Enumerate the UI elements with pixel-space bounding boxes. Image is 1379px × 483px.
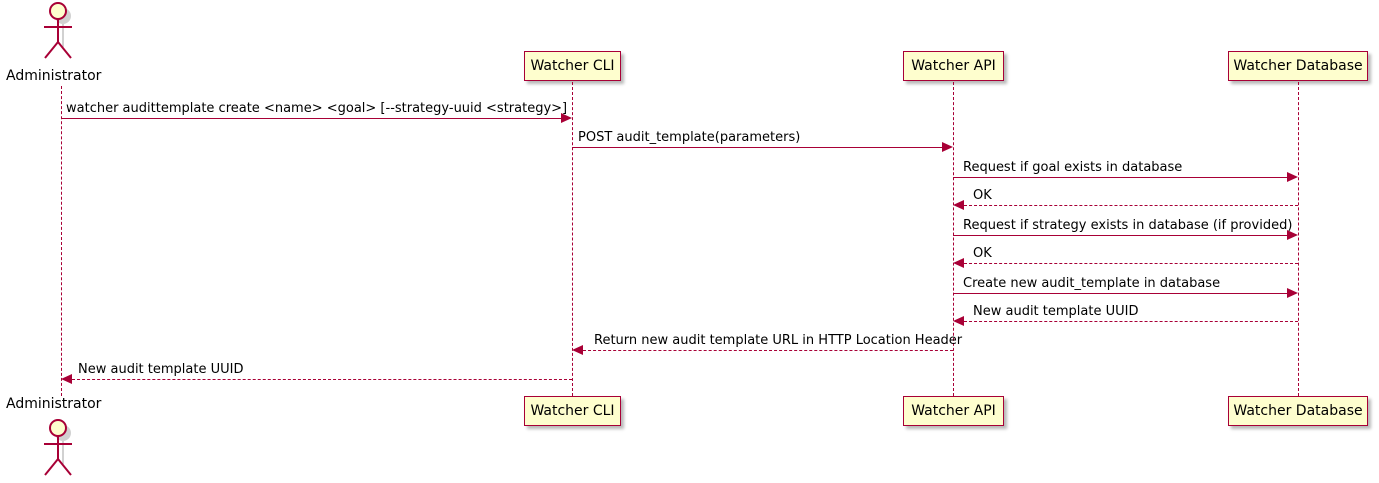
participant-label: Watcher API: [911, 403, 996, 419]
message-label-6: OK: [973, 246, 992, 261]
lifeline-watcher-database: [1298, 82, 1299, 396]
message-arrowhead-5: [1287, 230, 1298, 240]
message-line-9: [583, 350, 953, 351]
message-line-1: [61, 118, 561, 119]
participant-watcher-api-top[interactable]: Watcher API: [903, 51, 1004, 81]
message-label-5: Request if strategy exists in database (…: [963, 218, 1293, 233]
actor-label-administrator-top: Administrator: [6, 68, 102, 84]
message-arrowhead-4: [953, 200, 964, 210]
message-line-7: [953, 293, 1287, 294]
message-arrowhead-10: [61, 374, 72, 384]
message-line-4: [964, 205, 1298, 206]
message-label-1: watcher audittemplate create <name> <goa…: [66, 101, 568, 116]
participant-watcher-api-bottom[interactable]: Watcher API: [903, 396, 1004, 426]
lifeline-watcher-api: [953, 82, 954, 396]
actor-label-administrator-bottom: Administrator: [6, 396, 102, 412]
participant-label: Watcher Database: [1233, 403, 1363, 419]
lifeline-administrator: [61, 86, 62, 396]
actor-stick-figure-icon: [44, 2, 72, 59]
message-label-3: Request if goal exists in database: [963, 160, 1183, 175]
message-arrowhead-1: [561, 113, 572, 123]
message-arrowhead-9: [572, 345, 583, 355]
message-label-8: New audit template UUID: [973, 304, 1139, 319]
actor-administrator-top: [34, 2, 90, 66]
participant-label: Watcher API: [911, 58, 996, 74]
message-line-8: [964, 321, 1298, 322]
message-arrowhead-6: [953, 258, 964, 268]
message-label-7: Create new audit_template in database: [963, 276, 1221, 291]
participant-watcher-cli-top[interactable]: Watcher CLI: [524, 51, 621, 81]
message-line-3: [953, 177, 1287, 178]
message-label-4: OK: [973, 188, 992, 203]
message-line-2: [572, 147, 942, 148]
participant-watcher-database-bottom[interactable]: Watcher Database: [1228, 396, 1368, 426]
participant-label: Watcher CLI: [530, 403, 615, 419]
participant-label: Watcher Database: [1233, 58, 1363, 74]
message-arrowhead-3: [1287, 172, 1298, 182]
message-label-2: POST audit_template(parameters): [578, 130, 801, 145]
participant-watcher-database-top[interactable]: Watcher Database: [1228, 51, 1368, 81]
message-arrowhead-8: [953, 316, 964, 326]
lifeline-watcher-cli: [572, 82, 573, 396]
message-line-5: [953, 235, 1287, 236]
message-arrowhead-7: [1287, 288, 1298, 298]
actor-stick-figure-icon: [44, 419, 72, 476]
message-line-10: [72, 379, 572, 380]
message-arrowhead-2: [942, 142, 953, 152]
actor-administrator-bottom: [34, 418, 90, 483]
message-label-10: New audit template UUID: [78, 362, 244, 377]
participant-label: Watcher CLI: [530, 58, 615, 74]
message-line-6: [964, 263, 1298, 264]
message-label-9: Return new audit template URL in HTTP Lo…: [594, 333, 963, 348]
participant-watcher-cli-bottom[interactable]: Watcher CLI: [524, 396, 621, 426]
